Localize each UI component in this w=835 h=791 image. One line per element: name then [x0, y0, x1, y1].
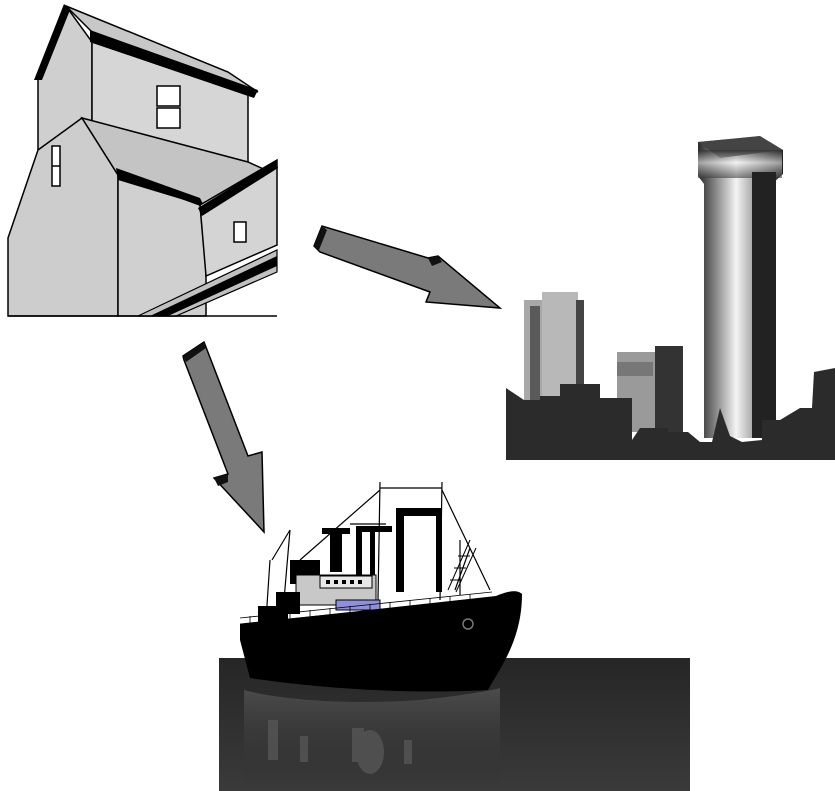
- arrow-to-ship: [183, 342, 264, 532]
- cargo-ship: [219, 482, 690, 791]
- arrow-to-skyline: [314, 226, 500, 308]
- grain-elevator: [8, 4, 278, 316]
- city-skyline: [506, 136, 835, 460]
